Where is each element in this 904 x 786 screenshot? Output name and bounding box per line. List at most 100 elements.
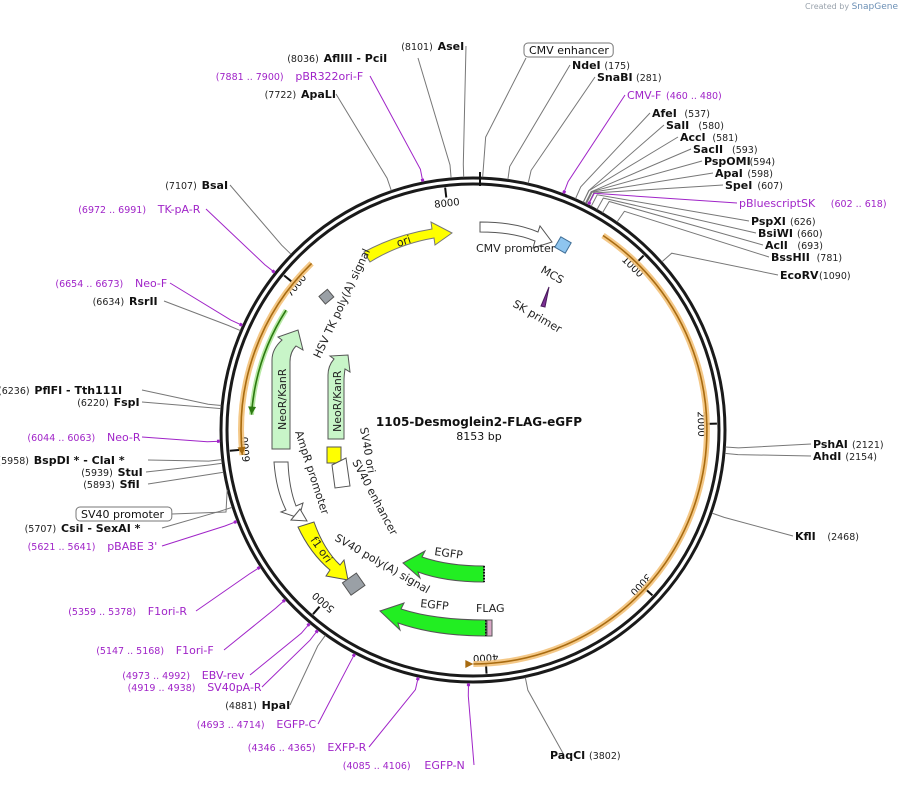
site-name-6: Neo-F (135, 277, 167, 290)
site-name-5: TK-pA-R (157, 203, 201, 216)
site-pos-26: (281) (636, 73, 662, 84)
boxed-label-text-1: SV40 promoter (81, 508, 165, 521)
leader-17 (223, 599, 286, 651)
flag-label: FLAG (476, 602, 505, 615)
orf-arc-green (250, 309, 287, 415)
mcs-box (554, 236, 572, 254)
site-name-29: SalI (666, 119, 689, 132)
site-pos-6: (6654 .. 6673) (55, 279, 123, 290)
site-pos-27: (460 .. 480) (666, 91, 722, 102)
flag-box (486, 619, 493, 637)
leader-25 (507, 64, 571, 180)
site-pos-2: (7881 .. 7900) (216, 72, 284, 83)
leader-41 (725, 443, 812, 449)
orf-arc-large-halo (473, 233, 710, 667)
ampr-promoter-label: AmpR promoter (292, 429, 332, 517)
site-pos-21: (4693 .. 4714) (197, 720, 265, 731)
site-pos-1: (8036) (287, 54, 319, 65)
leader-13 (147, 471, 224, 485)
neo-kan-outer-arrow (271, 329, 304, 450)
leader-34 (587, 184, 724, 205)
orf-arcs (237, 233, 710, 669)
egfp-inner-label: EGFP (434, 545, 464, 562)
site-name-7: RsrII (129, 295, 158, 308)
site-name-13: SfiI (120, 478, 140, 491)
leader-5 (205, 208, 276, 274)
leader-16 (195, 566, 261, 612)
site-pos-37: (660) (797, 229, 823, 240)
site-name-19: SV40pA-R (207, 681, 262, 694)
backbone-outer-ring (219, 176, 727, 684)
site-name-25: NdeI (572, 59, 601, 72)
tick-5000 (312, 606, 321, 615)
orf-arc-large-head (465, 660, 474, 669)
site-pos-12: (5939) (81, 468, 113, 479)
leader-0 (462, 45, 467, 178)
tick-8000 (444, 187, 448, 198)
site-pos-42: (2154) (845, 452, 877, 463)
site-pos-7: (6634) (93, 297, 125, 308)
site-pos-10: (6044 .. 6063) (27, 433, 95, 444)
site-pos-14: (5707) (25, 524, 57, 535)
site-pos-41: (2121) (852, 440, 884, 451)
tick-label-2000: 2000 (695, 411, 707, 437)
site-pos-31: (593) (732, 145, 758, 156)
leader-19 (261, 629, 319, 688)
tick-7000 (283, 274, 293, 283)
site-pos-3: (7722) (265, 90, 297, 101)
cmv-promoter-arrow (479, 221, 553, 249)
leader-6 (169, 282, 243, 326)
snapgene-credit: Created by SnapGene (805, 2, 898, 12)
leader-1 (417, 57, 452, 178)
mcs-label: MCS (539, 263, 566, 286)
leader-12 (145, 462, 223, 473)
site-name-35: pBluescriptSK (739, 197, 816, 210)
neo-kan-outer-label: NeoR/KanR (276, 368, 289, 430)
leader-15 (161, 520, 238, 547)
site-pos-17: (5147 .. 5168) (96, 646, 164, 657)
leader-21 (317, 653, 356, 725)
site-pos-20: (4881) (225, 701, 257, 712)
orf-arc-green-head (248, 406, 257, 415)
site-name-23: EGFP-N (424, 759, 464, 772)
neo-kan-inner-label: NeoR/KanR (331, 370, 344, 432)
plasmid-name: 1105-Desmoglein2-FLAG-eGFP (376, 415, 582, 429)
site-pos-30: (581) (712, 133, 738, 144)
site-name-18: EBV-rev (202, 669, 245, 682)
sv40-enhancer-box (331, 457, 351, 489)
ori-label: ori (395, 233, 413, 250)
leader-42 (724, 452, 812, 457)
site-pos-38: (693) (797, 241, 823, 252)
ori-arrow (363, 221, 453, 263)
site-pos-11: (5958) (0, 456, 29, 467)
site-name-33: ApaI (715, 167, 743, 180)
site-pos-33: (598) (747, 169, 773, 180)
hsv-tk-polya-label: HSV TK poly(A) signal (311, 247, 373, 360)
leader-14 (161, 506, 233, 529)
tick-label-5000: 5000 (311, 589, 337, 614)
site-pos-18: (4973 .. 4992) (122, 671, 190, 682)
leader-7 (163, 300, 241, 332)
site-pos-35: (602 .. 618) (831, 199, 887, 210)
site-name-26: SnaBI (597, 71, 633, 84)
egfp-outer-label: EGFP (420, 597, 450, 613)
boxed-label-frame-0 (523, 42, 614, 58)
site-name-12: StuI (118, 466, 143, 479)
leader-33 (585, 172, 714, 205)
site-pos-24: (3802) (589, 751, 621, 762)
site-pos-43: (2468) (827, 532, 859, 543)
leader-40 (661, 252, 779, 276)
leader-4 (229, 184, 292, 255)
site-name-14: CsiI - SexAI * (61, 522, 141, 535)
site-pos-19: (4919 .. 4938) (128, 683, 196, 694)
leader-8 (141, 389, 222, 406)
leader-36 (590, 194, 750, 222)
site-pos-40: (1090) (819, 271, 851, 282)
plasmid-length: 8153 bp (456, 430, 501, 443)
leader-38 (602, 200, 764, 246)
site-name-2: pBR322ori-F (295, 70, 363, 83)
site-pos-5: (6972 .. 6991) (78, 205, 146, 216)
leader-20 (289, 635, 326, 706)
cmv-promoter-label: CMV promoter (476, 242, 556, 255)
